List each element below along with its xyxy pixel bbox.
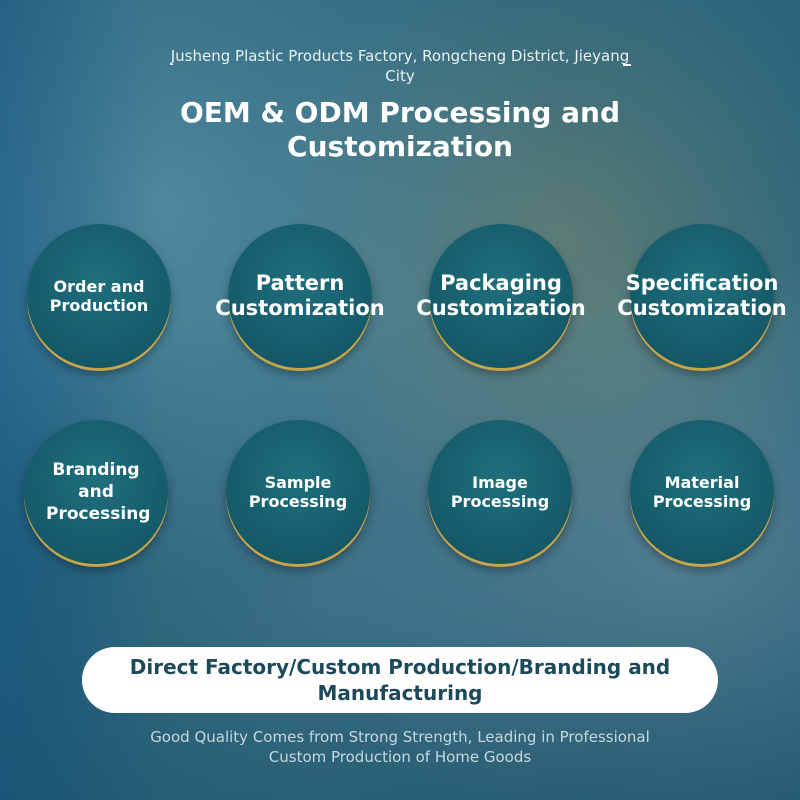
footer-text: Good Quality Comes from Strong Strength,… [150,728,650,766]
service-label: Packaging Customization [416,271,586,320]
factory-subtitle: Jusheng Plastic Products Factory, Rongch… [170,47,630,85]
service-image-processing[interactable]: Image Processing [428,420,572,564]
decorative-dash-left [170,64,173,65]
service-packaging-customization[interactable]: Packaging Customization [416,224,586,368]
service-specification-customization[interactable]: Specification Customization [617,224,787,368]
service-branding-processing[interactable]: Branding and Processing [24,420,168,564]
slogan-banner: Direct Factory/Custom Production/Brandin… [82,647,718,713]
service-order-production[interactable]: Order and Production [27,224,171,368]
service-material-processing[interactable]: Material Processing [630,420,774,564]
service-label: Branding and Processing [46,460,151,524]
service-label: Pattern Customization [215,271,385,320]
service-pattern-customization[interactable]: Pattern Customization [215,224,385,368]
service-label: Sample Processing [248,473,348,511]
decorative-dash-right [623,64,631,66]
page-title: OEM & ODM Processing and Customization [179,96,621,163]
header: Jusheng Plastic Products Factory, Rongch… [0,46,800,164]
service-label: Specification Customization [617,271,787,320]
service-label: Image Processing [450,473,550,511]
service-sample-processing[interactable]: Sample Processing [226,420,370,564]
service-label: Order and Production [49,277,149,315]
footer-tagline: Good Quality Comes from Strong Strength,… [0,727,800,767]
service-label: Material Processing [652,473,752,511]
banner-text: Direct Factory/Custom Production/Brandin… [129,655,671,705]
